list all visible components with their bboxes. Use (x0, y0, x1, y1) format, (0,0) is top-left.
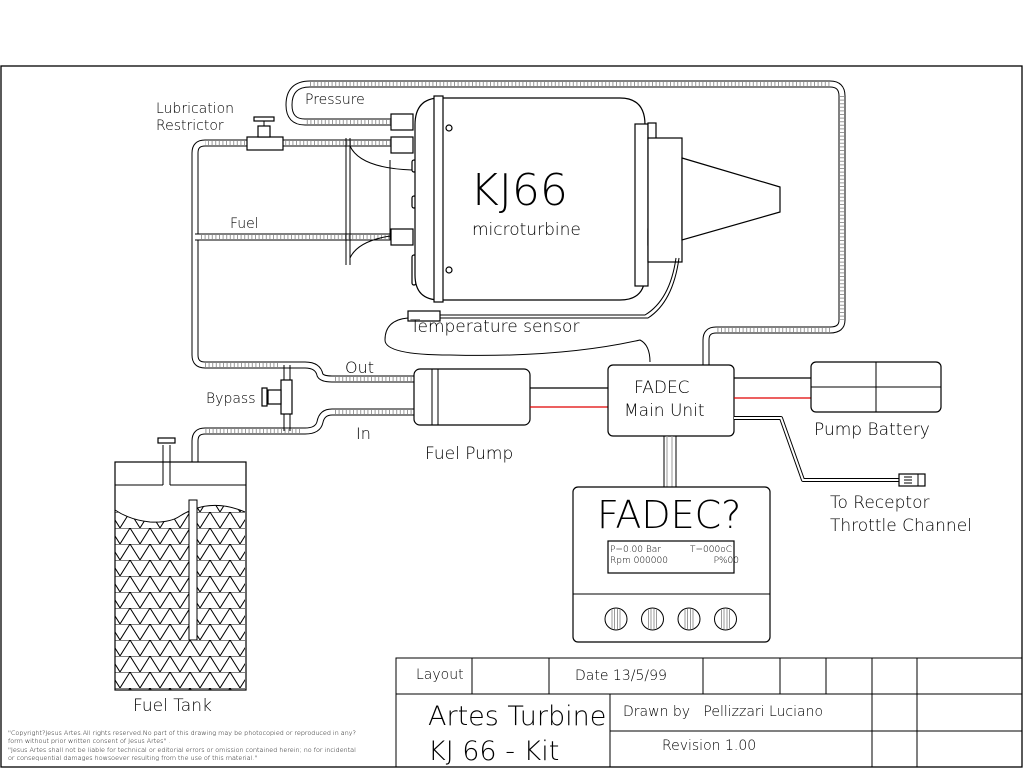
label-pump-battery: Pump Battery (814, 420, 930, 440)
hose-pressure (285, 80, 846, 365)
lcd-pump-percent: P%00 (714, 556, 739, 566)
fuel-pump: Fuel Pump (413, 368, 531, 464)
fadec-button-4 (714, 607, 737, 631)
bypass-valve (261, 365, 293, 431)
label-fadec-main-2: Main Unit (624, 401, 705, 421)
fadec-main-unit: FADEC Main Unit (607, 364, 735, 437)
engine-subtitle: microturbine (472, 220, 581, 240)
label-out: Out (345, 358, 374, 377)
fadec-button-2 (641, 607, 664, 631)
fuel-tank: Fuel Tank (114, 437, 247, 716)
copyright-line-4: or consequential damages howsoever resul… (8, 754, 257, 762)
label-fuel-pump: Fuel Pump (425, 444, 513, 464)
label-fadec-main-1: FADEC (634, 378, 690, 398)
label-receptor-1: To Receptor (830, 493, 929, 513)
display-cable (663, 436, 677, 487)
title-block-subtitle: KJ 66 - Kit (428, 736, 559, 767)
label-temperature-sensor: Temperature sensor (410, 317, 579, 337)
label-fuel: Fuel (230, 216, 259, 232)
fadec-button-1 (604, 607, 628, 631)
title-block-revision: Revision 1.00 (662, 738, 756, 754)
title-block-date: Date 13/5/99 (575, 668, 667, 684)
label-in: In (356, 424, 371, 443)
title-block (395, 657, 1023, 768)
label-bypass: Bypass (206, 391, 256, 407)
receptor-cable (734, 416, 926, 487)
label-restrictor: Restrictor (156, 118, 224, 134)
lcd-temperature: T=000oC (690, 545, 732, 555)
engine-name: KJ66 (470, 165, 568, 216)
label-pressure: Pressure (305, 92, 365, 108)
hose-pump-in (191, 408, 417, 625)
fadec-display-title: FADEC? (597, 493, 741, 537)
label-lubrication: Lubrication (156, 101, 234, 117)
fadec-display-terminal: FADEC? P=0.00 Bar T=000oC Rpm 000000 P%0… (572, 486, 771, 643)
copyright-line-3: "Jesus Artes shall not be liable for tec… (8, 746, 356, 754)
copyright-line-1: "Copyright?Jesus Artes.All rights reserv… (8, 729, 356, 737)
fadec-lcd-screen (607, 540, 735, 574)
title-block-drawn-by: Drawn by Pellizzari Luciano (623, 704, 823, 720)
label-receptor-2: Throttle Channel (830, 516, 972, 536)
engine-kj66: KJ66 microturbine (345, 95, 781, 303)
label-fuel-tank: Fuel Tank (133, 696, 212, 716)
title-block-layout: Layout (416, 667, 464, 683)
lubrication-restrictor-valve (246, 116, 284, 151)
lcd-rpm: Rpm 000000 (610, 556, 668, 566)
copyright-line-2: form without prior written consent of Je… (8, 737, 171, 745)
lcd-pressure: P=0.00 Bar (610, 545, 661, 555)
hose-lubrication (191, 139, 405, 369)
fadec-button-3 (677, 607, 701, 631)
hose-pump-out (287, 361, 417, 383)
pump-battery: Pump Battery (810, 361, 942, 440)
title-block-title: Artes Turbine (428, 701, 606, 732)
temperature-sensor (384, 257, 680, 363)
